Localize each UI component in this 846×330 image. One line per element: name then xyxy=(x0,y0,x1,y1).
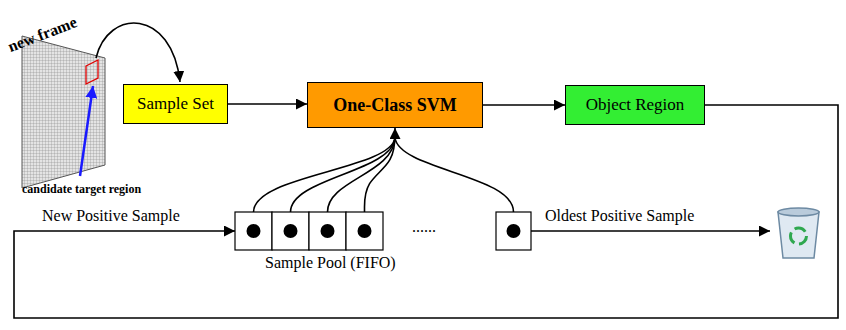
fan-line xyxy=(254,138,396,212)
recycle-bin xyxy=(778,208,819,258)
sample-dot xyxy=(358,224,372,238)
bin-rim xyxy=(778,208,819,216)
pool-cell xyxy=(309,212,346,250)
node-text: Sample Set xyxy=(137,94,214,114)
discard-arrow xyxy=(531,230,770,232)
connector-arrow xyxy=(365,128,396,212)
edge-label: New Positive Sample xyxy=(42,207,180,225)
candidate-region xyxy=(86,60,98,84)
sample-dot xyxy=(507,224,521,238)
output-box: Object Region xyxy=(565,85,705,125)
fan-line xyxy=(328,138,396,212)
pool-cell xyxy=(346,212,383,250)
connector-arrow xyxy=(14,105,838,318)
connector-arrow xyxy=(483,104,565,106)
discard-label: Oldest Positive Sample xyxy=(545,207,694,225)
node-text: Sample Pool (FIFO) xyxy=(265,254,396,272)
connector-layer xyxy=(14,104,838,318)
frame-arrow xyxy=(96,23,180,82)
classifier-box: One-Class SVM xyxy=(307,82,483,128)
sample-dot xyxy=(284,224,298,238)
pool-fan xyxy=(254,138,514,212)
fan-line xyxy=(395,138,514,212)
process-box: Sample Set xyxy=(123,84,228,124)
sample-dot xyxy=(247,224,261,238)
bin-body xyxy=(778,212,819,258)
pool-cell xyxy=(496,212,531,250)
ellipsis: ...... xyxy=(412,218,436,236)
region-label: candidate target region xyxy=(22,182,141,197)
sample-pool: Sample Pool (FIFO) xyxy=(235,212,531,274)
fan-line xyxy=(291,138,396,212)
node-text: One-Class SVM xyxy=(333,95,457,116)
recycle-symbol xyxy=(791,228,807,244)
frame-image xyxy=(22,36,105,188)
pool-dots xyxy=(247,224,521,238)
node-text: Object Region xyxy=(586,95,685,115)
connector-arrow xyxy=(228,103,307,105)
pool-cell xyxy=(272,212,309,250)
pool-cells xyxy=(235,212,531,250)
sample-dot xyxy=(321,224,335,238)
pool-cell xyxy=(235,212,272,250)
pointer-arrow xyxy=(80,86,93,176)
